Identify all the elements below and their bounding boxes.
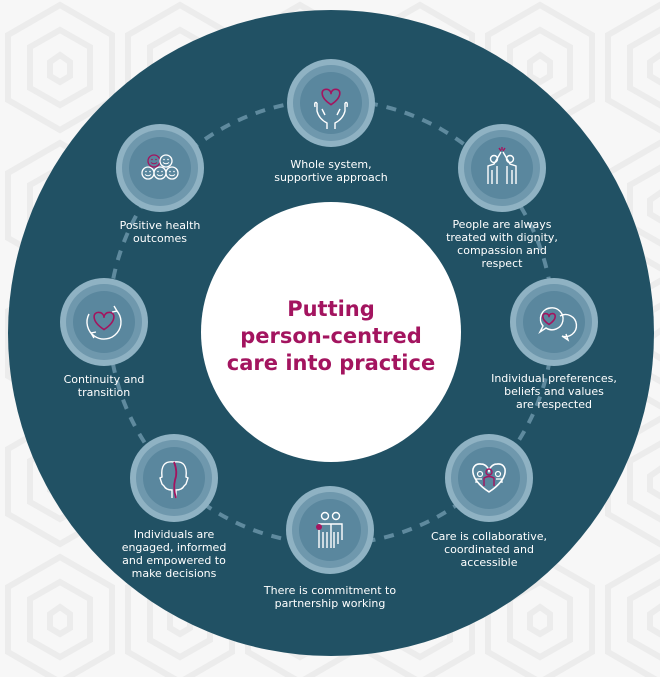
cycle-heart-icon — [86, 305, 122, 340]
node-label-line: partnership working — [274, 597, 386, 610]
node-label-line: There is commitment to — [263, 584, 397, 597]
node-dignity — [458, 124, 546, 212]
node-inner — [73, 291, 135, 353]
node-inner — [300, 72, 362, 134]
speech-bubbles-heart-icon — [538, 307, 578, 342]
node-outcomes — [116, 124, 204, 212]
partners-icon — [316, 511, 343, 548]
node-engaged — [130, 434, 218, 522]
center-title: Putting person-centred care into practic… — [206, 296, 456, 377]
node-label-line: accessible — [460, 556, 518, 569]
node-inner — [129, 137, 191, 199]
node-preferences — [510, 278, 598, 366]
node-label-line: supportive approach — [274, 171, 388, 184]
node-inner — [143, 447, 205, 509]
title-line: Putting — [287, 297, 375, 321]
node-partnership — [286, 486, 374, 574]
node-label-line: respect — [481, 257, 523, 270]
high-five-icon — [487, 147, 517, 184]
node-label-line: beliefs and values — [504, 385, 604, 398]
node-label-line: Whole system, — [290, 158, 372, 171]
node-label-line: are respected — [516, 398, 592, 411]
node-inner — [299, 499, 361, 561]
node-inner — [458, 447, 520, 509]
node-label-line: engaged, informed — [121, 541, 227, 554]
node-whole-system — [287, 59, 375, 147]
smiley-faces-icon — [141, 154, 179, 180]
node-label-preferences: Individual preferences,beliefs and value… — [469, 372, 639, 411]
two-heads-icon — [159, 461, 189, 499]
node-label-line: compassion and — [457, 244, 547, 257]
node-label-whole-system: Whole system,supportive approach — [246, 158, 416, 184]
node-inner — [523, 291, 585, 353]
center-circle — [201, 202, 461, 462]
heart-people-icon — [472, 463, 506, 493]
node-label-line: make decisions — [131, 567, 217, 580]
node-label-line: treated with dignity, — [446, 231, 558, 244]
node-label-line: transition — [77, 386, 131, 399]
node-label-line: People are always — [452, 218, 552, 231]
node-label-line: Continuity and — [63, 373, 145, 386]
node-inner — [471, 137, 533, 199]
title-line: care into practice — [226, 351, 436, 375]
node-continuity — [60, 278, 148, 366]
node-label-line: Individuals are — [133, 528, 215, 541]
node-label-line: Care is collaborative, — [431, 530, 547, 543]
node-label-line: and empowered to — [122, 554, 226, 567]
node-collaborative — [445, 434, 533, 522]
title-line: person-centred — [240, 324, 422, 348]
node-label-line: Individual preferences, — [491, 372, 617, 385]
node-label-line: Positive health — [119, 219, 201, 232]
node-label-line: coordinated and — [444, 543, 534, 556]
node-label-line: outcomes — [132, 232, 187, 245]
hands-heart-icon — [314, 88, 348, 129]
